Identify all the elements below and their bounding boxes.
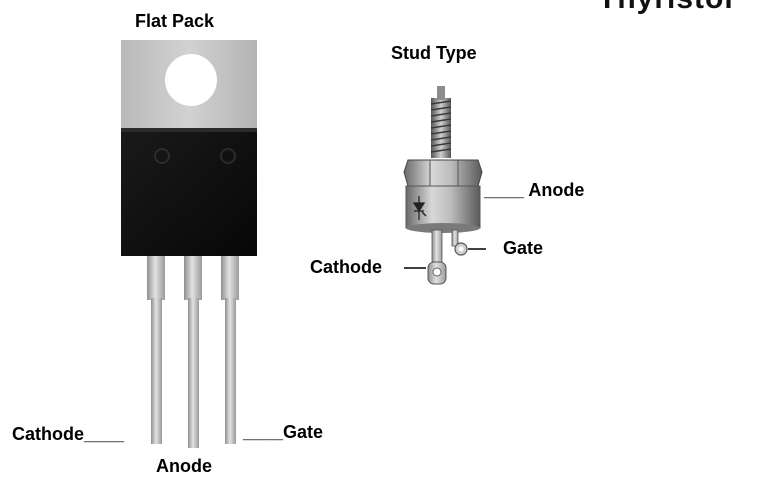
stud-thread [431,98,451,158]
flat-pack-title: Flat Pack [135,11,215,31]
stud-type-title: Stud Type [391,43,477,63]
flat-pack-gate-label: ____Gate [243,422,324,442]
stud-hex-nut [403,159,483,187]
partial-page-title: Thyristor [598,0,737,16]
flat-pack-leg-cathode [151,298,162,444]
flat-pack-mounting-hole [165,54,217,106]
flat-pack-leg-shoulder-left [147,256,165,300]
flat-pack-package [121,40,257,448]
flat-pack-cathode-label: Cathode____ [12,424,125,444]
stud-cathode-label: Cathode [310,257,382,277]
flat-pack-leg-anode [188,298,199,448]
flat-pack-leg-shoulder-right [221,256,239,300]
flat-pack-anode-label: Anode [156,456,212,476]
stud-gate-lead [451,229,459,247]
stud-anode-label: ____ Anode [484,180,585,200]
flat-pack-body [121,128,257,256]
stud-gate-label: Gate [503,238,544,258]
flat-pack-leg-gate [225,298,236,444]
flat-pack-leg-shoulder-middle [184,256,202,300]
stud-cathode-lead [431,229,443,267]
stud-type-package [403,86,486,285]
thyristor-symbol-icon [412,196,427,220]
